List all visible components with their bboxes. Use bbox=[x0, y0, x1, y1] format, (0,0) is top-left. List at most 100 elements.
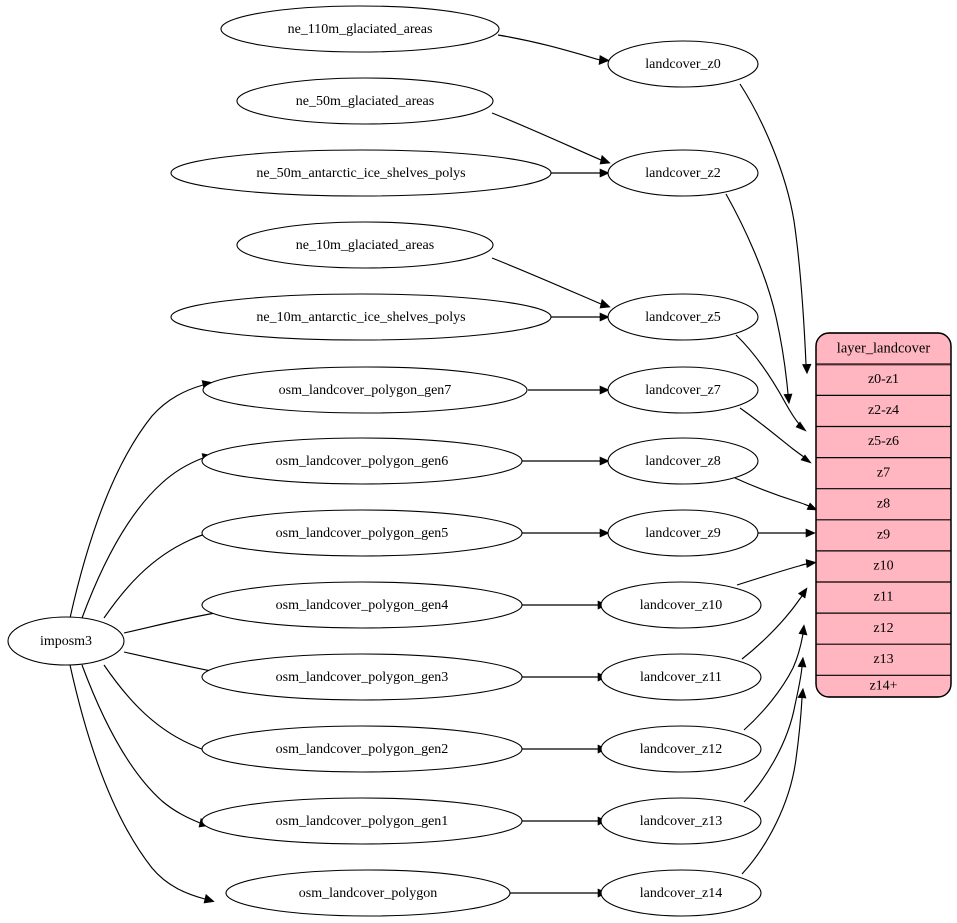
node-label: ne_10m_antarctic_ice_shelves_polys bbox=[256, 310, 465, 325]
table-cell-label: z0-z1 bbox=[868, 372, 899, 387]
table-row-z12[interactable]: z12 bbox=[816, 621, 951, 645]
node-label: landcover_z7 bbox=[645, 383, 720, 398]
node-landcover-z11[interactable]: landcover_z11 bbox=[600, 653, 762, 701]
node-ne-50m-antarctic-ice-shelves-polys[interactable]: ne_50m_antarctic_ice_shelves_polys bbox=[170, 149, 552, 197]
node-osm-landcover-polygon-gen7[interactable]: osm_landcover_polygon_gen7 bbox=[202, 366, 528, 414]
node-osm-landcover-polygon-gen5[interactable]: osm_landcover_polygon_gen5 bbox=[201, 509, 523, 557]
source-node-layer: imposm3 bbox=[7, 616, 125, 666]
table-cell-label: z5-z6 bbox=[868, 434, 899, 449]
node-label: landcover_z2 bbox=[645, 166, 720, 181]
node-label: landcover_z5 bbox=[645, 310, 720, 325]
edge-ne50m-antarctic-to-z2 bbox=[551, 168, 610, 178]
edge-z12-to-row-z12 bbox=[743, 624, 808, 731]
table-row-z5-z6[interactable]: z5-z6 bbox=[816, 434, 951, 459]
edge-z14-to-row-z14plus bbox=[741, 687, 807, 875]
table-title: layer_landcover bbox=[837, 340, 931, 356]
edge-z9-to-row-z9 bbox=[755, 528, 816, 538]
node-label: landcover_z13 bbox=[640, 814, 722, 829]
node-label: osm_landcover_polygon_gen4 bbox=[276, 598, 449, 613]
node-label: landcover_z9 bbox=[645, 526, 720, 541]
input-nodes-layer: ne_110m_glaciated_areas ne_50m_glaciated… bbox=[170, 5, 552, 917]
layer-landcover-table[interactable]: layer_landcover z0-z1 z2-z4 z5-z6 z7 z8 bbox=[815, 332, 952, 698]
node-osm-landcover-polygon-gen3[interactable]: osm_landcover_polygon_gen3 bbox=[201, 653, 523, 701]
edge-z2-to-row-z2z4 bbox=[725, 193, 793, 405]
edge-z13-to-row-z13 bbox=[743, 656, 807, 803]
table-row-z9[interactable]: z9 bbox=[816, 528, 951, 552]
node-ne-10m-antarctic-ice-shelves-polys[interactable]: ne_10m_antarctic_ice_shelves_polys bbox=[170, 293, 552, 341]
node-landcover-z8[interactable]: landcover_z8 bbox=[607, 437, 759, 485]
edge-gen7-to-z7 bbox=[528, 385, 610, 395]
node-landcover-z5[interactable]: landcover_z5 bbox=[607, 293, 759, 341]
node-landcover-z14[interactable]: landcover_z14 bbox=[600, 869, 762, 917]
edge-ne50m-glaciated-to-z2 bbox=[491, 112, 611, 165]
table-outline bbox=[815, 332, 952, 698]
node-label: ne_50m_antarctic_ice_shelves_polys bbox=[256, 166, 465, 181]
node-label: ne_110m_glaciated_areas bbox=[288, 22, 433, 37]
table-row-z8[interactable]: z8 bbox=[816, 496, 951, 521]
table-cell-label: z9 bbox=[877, 528, 890, 543]
node-label: osm_landcover_polygon_gen2 bbox=[276, 742, 449, 757]
node-label: landcover_z12 bbox=[640, 742, 722, 757]
edge-z0-to-row-z0z1 bbox=[739, 83, 812, 375]
node-imposm3[interactable]: imposm3 bbox=[7, 616, 125, 666]
node-landcover-z13[interactable]: landcover_z13 bbox=[600, 797, 762, 845]
edge-z5-to-row-z5z6 bbox=[735, 334, 807, 432]
node-label: imposm3 bbox=[40, 634, 92, 649]
node-ne-110m-glaciated-areas[interactable]: ne_110m_glaciated_areas bbox=[220, 5, 500, 53]
table-row-z2-z4[interactable]: z2-z4 bbox=[816, 403, 951, 428]
table-row-z0-z1[interactable]: z0-z1 bbox=[816, 372, 951, 396]
node-label: osm_landcover_polygon_gen5 bbox=[276, 526, 449, 541]
edge-imposm3-to-gen7 bbox=[69, 380, 213, 619]
table-row-z14-plus[interactable]: z14+ bbox=[869, 679, 897, 694]
edge-ne10m-antarctic-to-z5 bbox=[551, 312, 610, 322]
node-label: osm_landcover_polygon_gen3 bbox=[276, 670, 449, 685]
node-landcover-z10[interactable]: landcover_z10 bbox=[600, 581, 762, 629]
edge-gen6-to-z8 bbox=[522, 456, 610, 466]
node-label: ne_50m_glaciated_areas bbox=[296, 94, 434, 109]
node-osm-landcover-polygon[interactable]: osm_landcover_polygon bbox=[225, 869, 511, 917]
table-cell-label: z7 bbox=[877, 465, 890, 480]
node-ne-50m-glaciated-areas[interactable]: ne_50m_glaciated_areas bbox=[236, 77, 494, 125]
table-cell-label: z11 bbox=[874, 590, 894, 605]
edge-gen3-to-z11 bbox=[522, 672, 608, 682]
node-osm-landcover-polygon-gen6[interactable]: osm_landcover_polygon_gen6 bbox=[201, 437, 523, 485]
node-label: landcover_z8 bbox=[645, 454, 720, 469]
node-label: ne_10m_glaciated_areas bbox=[296, 238, 434, 253]
table-body bbox=[815, 332, 952, 698]
edge-z10-to-row-z10 bbox=[736, 559, 817, 586]
table-row-z10[interactable]: z10 bbox=[816, 559, 951, 583]
table-cell-label: z2-z4 bbox=[868, 403, 899, 418]
node-landcover-z0[interactable]: landcover_z0 bbox=[607, 40, 759, 88]
edge-gen1-to-z13 bbox=[522, 816, 608, 826]
edge-gen2-to-z12 bbox=[522, 744, 608, 754]
node-ne-10m-glaciated-areas[interactable]: ne_10m_glaciated_areas bbox=[236, 221, 494, 269]
table-row-z13[interactable]: z13 bbox=[816, 652, 951, 676]
node-label: landcover_z0 bbox=[645, 57, 720, 72]
edge-gen4-to-z10 bbox=[522, 600, 608, 610]
table-cell-label: z8 bbox=[877, 496, 890, 511]
edge-imposm3-to-gen6 bbox=[81, 453, 213, 619]
table-cell-label: z14+ bbox=[869, 679, 897, 694]
zoom-nodes-layer: landcover_z0 landcover_z2 landcover_z5 l… bbox=[600, 40, 762, 917]
node-osm-landcover-polygon-gen1[interactable]: osm_landcover_polygon_gen1 bbox=[201, 797, 523, 845]
node-label: osm_landcover_polygon_gen6 bbox=[276, 454, 449, 469]
node-label: landcover_z10 bbox=[640, 598, 722, 613]
table-row-z11[interactable]: z11 bbox=[816, 590, 951, 614]
edge-imposm3-to-gen1 bbox=[81, 664, 210, 828]
node-osm-landcover-polygon-gen4[interactable]: osm_landcover_polygon_gen4 bbox=[201, 581, 523, 629]
node-label: osm_landcover_polygon_gen7 bbox=[279, 383, 452, 398]
table-cell-label: z13 bbox=[873, 652, 893, 667]
table-row-z7[interactable]: z7 bbox=[816, 465, 951, 490]
edge-ne110m-to-z0 bbox=[497, 34, 610, 65]
edge-polygon-to-z14 bbox=[510, 888, 608, 898]
node-osm-landcover-polygon-gen2[interactable]: osm_landcover_polygon_gen2 bbox=[201, 725, 523, 773]
node-label: landcover_z14 bbox=[640, 886, 722, 901]
edge-z11-to-row-z11 bbox=[741, 587, 808, 660]
node-landcover-z2[interactable]: landcover_z2 bbox=[607, 149, 759, 197]
node-landcover-z7[interactable]: landcover_z7 bbox=[607, 366, 759, 414]
node-landcover-z9[interactable]: landcover_z9 bbox=[607, 509, 759, 557]
node-landcover-z12[interactable]: landcover_z12 bbox=[600, 725, 762, 773]
edge-z8-to-row-z8 bbox=[734, 477, 818, 511]
